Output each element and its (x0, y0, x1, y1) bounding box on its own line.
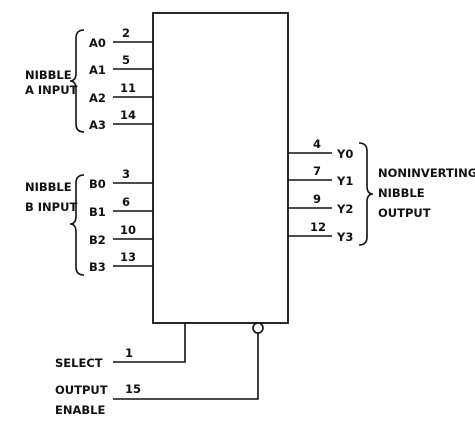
select-label: SELECT (55, 356, 103, 370)
b-input-group: B0 3 B1 6 B2 10 B3 13 NIBBLE B INPUT (25, 167, 153, 276)
pin-b1: B1 6 (89, 195, 153, 219)
pin-b0-number: 3 (122, 167, 130, 181)
output-enable-pin: OUTPUT ENABLE 15 (55, 322, 264, 417)
output-label-line3: OUTPUT (378, 206, 431, 220)
pin-b2-signal: B2 (89, 233, 106, 247)
pin-a2: A2 11 (89, 81, 153, 105)
a-input-label-line1: NIBBLE (25, 68, 72, 82)
pin-a0-signal: A0 (89, 36, 106, 50)
select-lead (113, 323, 186, 363)
pin-b0: B0 3 (89, 167, 153, 191)
pin-y0-number: 4 (313, 137, 321, 151)
pin-a3-number: 14 (120, 108, 136, 122)
pin-a2-signal: A2 (89, 91, 106, 105)
output-enable-inversion-bubble (252, 322, 264, 334)
pin-y0-signal: Y0 (336, 147, 353, 161)
pin-a0: A0 2 (89, 26, 153, 50)
pin-y3-number: 12 (310, 220, 326, 234)
output-brace (358, 142, 374, 246)
pin-y0: 4 Y0 (288, 137, 353, 161)
pin-y1-signal: Y1 (336, 174, 353, 188)
pin-a3-signal: A3 (89, 118, 106, 132)
pin-b3-number: 13 (120, 250, 136, 264)
pin-a1: A1 5 (89, 53, 153, 77)
select-pin-number: 1 (125, 346, 133, 360)
a-input-brace (69, 29, 85, 133)
pin-y2-number: 9 (313, 192, 321, 206)
pin-b2: B2 10 (89, 223, 153, 247)
pin-y1-number: 7 (313, 164, 321, 178)
pin-a2-number: 11 (120, 81, 136, 95)
pin-b0-signal: B0 (89, 177, 106, 191)
pin-b1-signal: B1 (89, 205, 106, 219)
output-enable-pin-number: 15 (125, 382, 141, 396)
pin-a1-number: 5 (122, 53, 130, 67)
pin-y1: 7 Y1 (288, 164, 353, 188)
output-group: 4 Y0 7 Y1 9 Y2 12 Y3 NONINVERTING NIBBLE… (288, 137, 475, 246)
pin-y2: 9 Y2 (288, 192, 353, 216)
pin-a1-signal: A1 (89, 63, 106, 77)
b-input-label-line1: NIBBLE (25, 180, 72, 194)
select-pin: SELECT 1 (55, 323, 186, 370)
pin-b1-number: 6 (122, 195, 130, 209)
ic-body (152, 12, 289, 324)
pin-y3-signal: Y3 (336, 230, 353, 244)
output-enable-lead (113, 333, 259, 400)
pin-y3: 12 Y3 (288, 220, 353, 244)
a-input-group: A0 2 A1 5 A2 11 A3 14 NIBBLE A INPUT (25, 26, 153, 133)
b-input-label-line2: B INPUT (25, 200, 77, 214)
output-enable-label-line1: OUTPUT (55, 383, 108, 397)
pin-a3: A3 14 (89, 108, 153, 132)
a-input-label-line2: A INPUT (25, 83, 78, 97)
pin-b3-signal: B3 (89, 260, 106, 274)
pin-a0-number: 2 (122, 26, 130, 40)
output-label-line2: NIBBLE (378, 186, 425, 200)
pin-y2-signal: Y2 (336, 202, 353, 216)
output-label-line1: NONINVERTING (378, 166, 475, 180)
output-enable-label-line2: ENABLE (55, 403, 105, 417)
pin-b3: B3 13 (89, 250, 153, 274)
pin-b2-number: 10 (120, 223, 136, 237)
b-input-brace (69, 174, 85, 276)
